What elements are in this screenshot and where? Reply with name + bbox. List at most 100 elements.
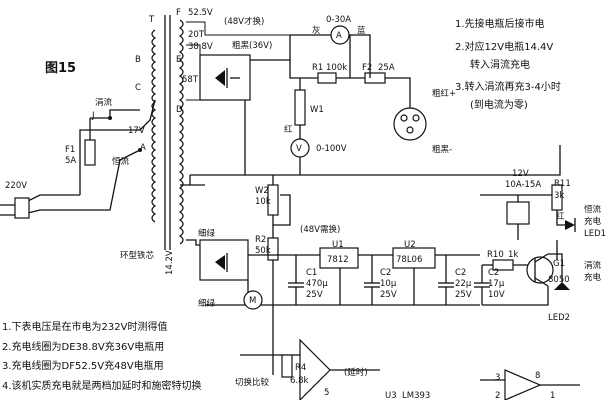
- U1-part: 7812: [327, 255, 349, 265]
- C2c-label: C2: [488, 268, 499, 278]
- tc-led-1: 涓流: [584, 260, 602, 271]
- U3-label: U3: [385, 391, 397, 400]
- note-line: 1.下表电压是在市电为232V时测得值: [2, 320, 167, 333]
- delay-label: (延时): [344, 367, 368, 378]
- G1-part: 8050: [548, 275, 570, 285]
- thin-green-2: 细绿: [198, 298, 216, 309]
- v17-label: 17V: [128, 126, 145, 136]
- v48-note: (48V才换): [224, 16, 264, 27]
- ammeter-range: 0-30A: [326, 15, 351, 25]
- C2b-value: 22μ: [455, 279, 472, 289]
- R10-label: R10: [487, 250, 504, 260]
- pin-2: 2: [495, 391, 500, 400]
- thin-green-1: 细绿: [198, 228, 216, 239]
- pin-E: E: [176, 55, 181, 65]
- pin-1: 1: [550, 391, 555, 400]
- gray-label: 灰: [312, 25, 321, 36]
- R4-value: 6.8k: [290, 376, 309, 386]
- C1-voltage: 25V: [306, 290, 323, 300]
- relay-current: 10A-15A: [505, 180, 541, 190]
- R2-value: 50k: [255, 246, 271, 256]
- R10-value: 1k: [508, 250, 518, 260]
- ammeter-symbol: A: [336, 31, 342, 41]
- C1-value: 470μ: [306, 279, 328, 289]
- blue-label: 蓝: [357, 25, 366, 36]
- R2-label: R2: [255, 235, 266, 245]
- instruction-line: (到电流为零): [470, 98, 528, 111]
- mains-voltage: 220V: [5, 181, 27, 191]
- instructions-block: 1.先接电瓶后接市电 2.对应12V电瓶14.4V 转入涓流充电 3.转入涓流再…: [455, 17, 561, 111]
- core-label: 环型铁芯: [120, 250, 155, 261]
- C1-label: C1: [306, 268, 317, 278]
- instruction-line: 转入涓流充电: [470, 58, 530, 71]
- switch-compare: 切换比较: [235, 377, 270, 388]
- bottom-notes-block: 1.下表电压是在市电为232V时测得值 2.充电线圈为DE38.8V充36V电瓶…: [2, 320, 202, 392]
- R11-label: R11: [554, 179, 571, 189]
- pin-3: 3: [495, 373, 500, 383]
- U2-part: 78L06: [396, 255, 422, 265]
- v52-label: 52.5V: [188, 8, 213, 18]
- figure-label: 图15: [45, 61, 76, 76]
- tc-led-2: 充电: [584, 272, 602, 283]
- instruction-line: 3.转入涓流再充3-4小时: [455, 80, 561, 93]
- cc-led-2: 充电: [584, 216, 602, 227]
- C2a-voltage: 25V: [380, 290, 397, 300]
- C2b-label: C2: [455, 268, 466, 278]
- R1-label: R1: [312, 63, 323, 73]
- C2a-label: C2: [380, 268, 391, 278]
- pin-J: J: [91, 111, 95, 121]
- R11-value: 3k: [554, 191, 564, 201]
- v14-label: 14.2V: [165, 250, 175, 275]
- G1-label: G1: [553, 259, 565, 269]
- pin-8: 8: [535, 371, 540, 381]
- turns-20: 20T: [188, 30, 205, 40]
- v38-label: 38.8V: [188, 42, 213, 52]
- pin-B: B: [135, 55, 141, 65]
- labels: 图15 T F 52.5V (48V才换) 20T 38.8V E 58T D …: [5, 8, 606, 400]
- red-small: 红: [556, 211, 565, 222]
- thick-red-plus: 粗红+: [432, 88, 456, 99]
- F2-label: F2: [362, 63, 372, 73]
- pin-C: C: [135, 83, 141, 93]
- note-line: 3.充电线圈为DF52.5V充48V电瓶用: [2, 359, 164, 372]
- R4-label: R4: [295, 363, 306, 373]
- F2-value: 25A: [378, 63, 395, 73]
- U1-label: U1: [332, 240, 344, 250]
- relay-voltage: 12V: [512, 169, 529, 179]
- instruction-line: 2.对应12V电瓶14.4V: [455, 40, 553, 53]
- need-change-48v: (48V需换): [300, 224, 340, 235]
- pin-5: 5: [324, 388, 329, 398]
- note-line: 4.该机实质充电就是两档加延时和施密特切换: [2, 379, 202, 392]
- W2-value: 10k: [255, 197, 271, 207]
- U2-label: U2: [404, 240, 416, 250]
- C2c-value: 17μ: [488, 279, 505, 289]
- C2b-voltage: 25V: [455, 290, 472, 300]
- pin-A: A: [140, 143, 146, 153]
- R1-value: 100k: [326, 63, 347, 73]
- thick-black-minus: 粗黑-: [432, 144, 452, 155]
- wires: [0, 15, 580, 400]
- W2-label: W2: [255, 186, 269, 196]
- C2c-voltage: 10V: [488, 290, 505, 300]
- fan-label: M: [249, 296, 256, 306]
- LED1-label: LED1: [584, 229, 606, 239]
- turns-58: 58T: [182, 75, 199, 85]
- cc-led-1: 恒流: [584, 204, 602, 215]
- instruction-line: 1.先接电瓶后接市电: [455, 17, 545, 30]
- fuse-name: F1: [65, 145, 75, 155]
- red-label: 红: [284, 124, 293, 135]
- constant-label: 恒流: [112, 156, 130, 167]
- C2a-value: 10μ: [380, 279, 397, 289]
- LED2-label: LED2: [548, 313, 570, 323]
- W1-label: W1: [310, 105, 324, 115]
- thick-black-36v: 粗黑(36V): [232, 40, 272, 51]
- note-line: 2.充电线圈为DE38.8V充36V电瓶用: [2, 340, 164, 353]
- pin-D: D: [176, 105, 183, 115]
- voltmeter-symbol: V: [296, 144, 302, 154]
- U3-part: LM393: [402, 391, 430, 400]
- pin-F: F: [176, 8, 181, 18]
- trickle-label: 涓流: [95, 97, 113, 108]
- voltmeter-range: 0-100V: [316, 144, 347, 154]
